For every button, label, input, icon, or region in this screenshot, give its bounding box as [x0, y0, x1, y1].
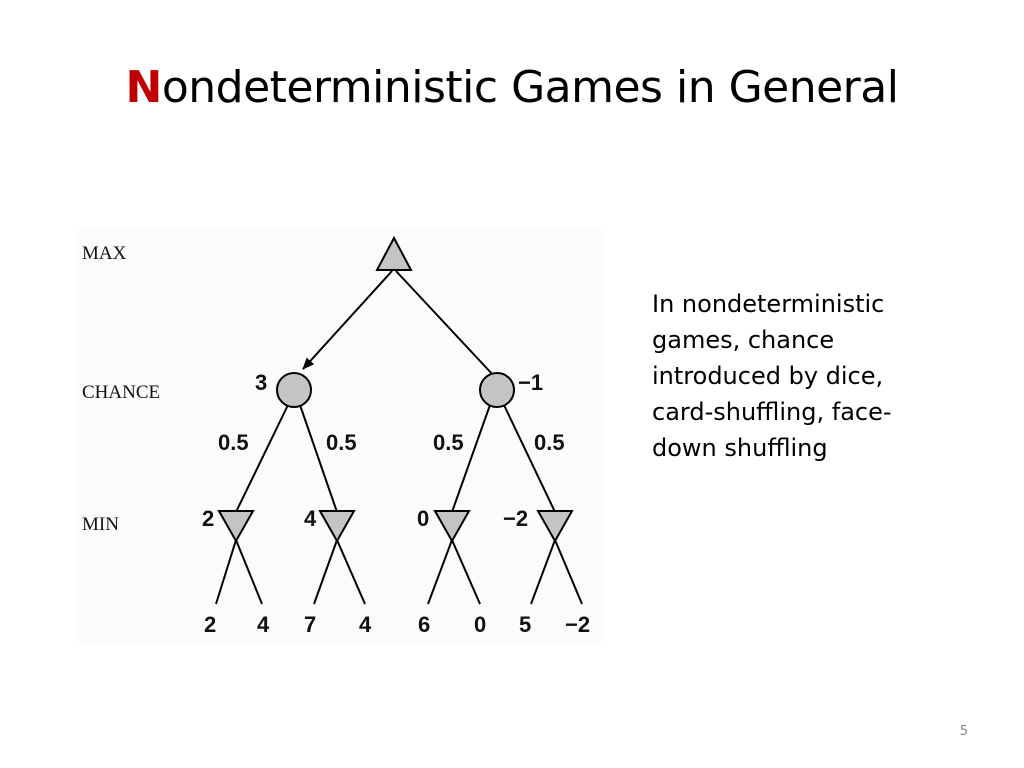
slide-number: 5 [959, 724, 968, 739]
edge-chance-to-min [235, 404, 289, 513]
probability-label: 0.5 [326, 430, 357, 455]
leaf-value: −2 [565, 612, 590, 637]
body-text: In nondeterministic games, chance introd… [652, 286, 952, 466]
edge-min-to-leaf [530, 539, 556, 605]
leaf-value: 6 [418, 612, 430, 637]
edge-min-to-leaf [313, 539, 338, 605]
edge-min-to-leaf [215, 539, 237, 605]
min-node-value: 4 [304, 506, 317, 531]
min-node [433, 510, 471, 544]
chance-node-value: 3 [255, 370, 267, 395]
leaf-value: 0 [474, 612, 486, 637]
level-label-chance: CHANCE [82, 382, 160, 403]
title-initial: N [125, 62, 163, 113]
body-line: card-shuffling, face- [652, 398, 892, 426]
edge-min-to-leaf [235, 539, 263, 605]
chance-node [479, 372, 515, 408]
level-label-min: MIN [82, 514, 119, 535]
probability-label: 0.5 [218, 430, 249, 455]
body-line: down shuffling [652, 434, 828, 462]
edge-max-to-chance-right [395, 270, 495, 377]
leaf-value: 4 [257, 612, 270, 637]
min-node-value: 2 [202, 506, 214, 531]
edge-min-to-leaf [554, 539, 583, 605]
max-node [375, 235, 413, 271]
min-node-value: −2 [503, 506, 528, 531]
min-node [318, 510, 356, 544]
edge-max-to-chance-left [302, 270, 393, 370]
level-label-max: MAX [82, 243, 127, 264]
body-line: introduced by dice, [652, 362, 884, 390]
edge-chance-to-min [299, 404, 338, 513]
leaf-value: 7 [304, 612, 316, 637]
leaf-value: 2 [204, 612, 216, 637]
probability-label: 0.5 [433, 430, 464, 455]
min-node [536, 510, 574, 544]
min-node [217, 510, 255, 544]
body-line: In nondeterministic [652, 290, 885, 318]
min-node-value: 0 [417, 506, 429, 531]
edge-min-to-leaf [336, 539, 366, 605]
edge-min-to-leaf [451, 539, 481, 605]
chance-node [276, 372, 312, 408]
game-tree-diagram: MAX CHANCE MIN 3 −1 0.5 [76, 230, 604, 642]
probability-label: 0.5 [534, 430, 565, 455]
game-tree-svg: MAX CHANCE MIN 3 −1 0.5 [82, 235, 590, 637]
edge-chance-to-min [451, 404, 491, 513]
leaf-value: 4 [359, 612, 372, 637]
leaf-value: 5 [519, 612, 531, 637]
slide-title: Nondeterministic Games in General [0, 62, 1024, 113]
edge-min-to-leaf [427, 539, 453, 605]
chance-node-value: −1 [518, 370, 543, 395]
body-line: games, chance [652, 326, 835, 354]
title-rest: ondeterministic Games in General [161, 62, 899, 113]
edge-chance-to-min [503, 404, 556, 513]
